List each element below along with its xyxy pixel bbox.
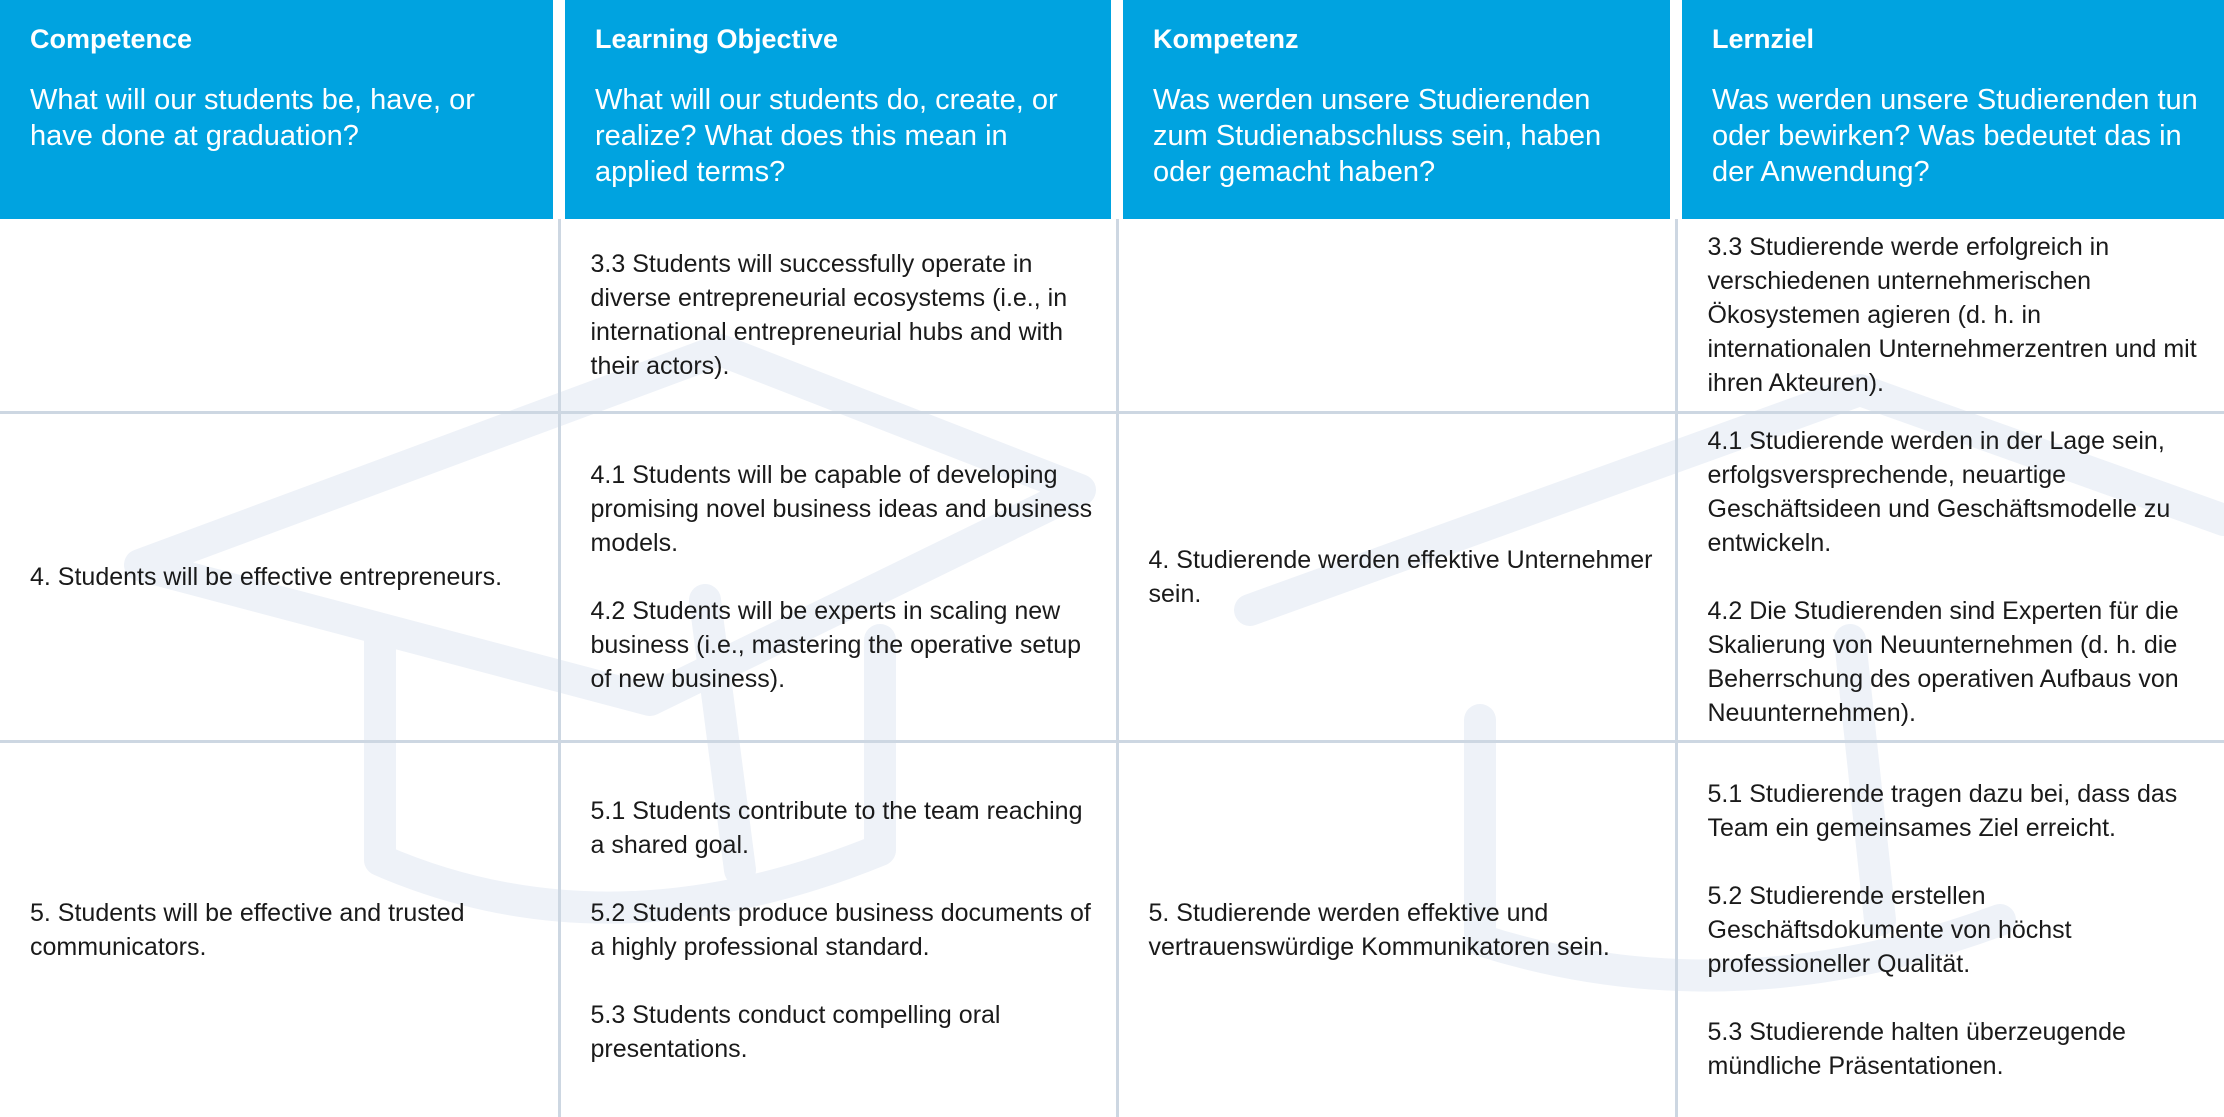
header-lernziel: Lernziel Was werden unsere Studierenden … [1670,0,2224,219]
objective-item: 5.1 Students contribute to the team reac… [590,796,1083,859]
lernziel-item: 5.2 Studierende erstellen Geschäftsdokum… [1707,881,2072,978]
header-learning-objective: Learning Objective What will our student… [553,0,1117,219]
header-title: Competence [30,24,193,54]
lernziel-cell: 4.1 Studierende werden in der Lage sein,… [1674,412,2224,743]
objective-item: 5.2 Students produce business documents … [590,898,1091,961]
objective-cell: 4.1 Students will be capable of developi… [557,412,1117,743]
kompetenz-cell: 5. Studierende werden effektive und vert… [1115,741,1676,1117]
table-row: 5. Students will be effective and truste… [0,741,2224,1117]
lernziel-cell: 5.1 Studierende tragen dazu bei, dass da… [1674,741,2224,1117]
lernziel-item: 5.1 Studierende tragen dazu bei, dass da… [1707,779,2178,842]
header-title: Lernziel [1712,24,1815,54]
objective-item: 3.3 Students will successfully operate i… [590,249,1068,380]
lernziel-item: 5.3 Studierende halten überzeugende münd… [1707,1017,2126,1080]
competence-cell: 4. Students will be effective entreprene… [0,412,559,743]
objective-item: 4.2 Students will be experts in scaling … [590,596,1082,693]
header-question: Was werden unsere Studierenden tun oder … [1712,84,2198,188]
header-question: What will our students do, create, or re… [595,84,1058,188]
lernziel-cell: 3.3 Studierende werde erfolgreich in ver… [1674,219,2224,414]
lernziel-item: 4.1 Studierende werden in der Lage sein,… [1707,426,2171,557]
objective-cell: 5.1 Students contribute to the team reac… [557,741,1117,1117]
kompetenz-cell: 4. Studierende werden effektive Unterneh… [1115,412,1676,743]
lernziel-item: 3.3 Studierende werde erfolgreich in ver… [1707,232,2197,397]
header-row: Competence What will our students be, ha… [0,0,2224,219]
header-competence: Competence What will our students be, ha… [0,0,559,219]
objective-cell: 3.3 Students will successfully operate i… [557,219,1117,414]
header-question: Was werden unsere Studierenden zum Studi… [1153,84,1602,188]
header-title: Kompetenz [1153,24,1299,54]
header-question: What will our students be, have, or have… [30,84,475,152]
table-row: 3.3 Students will successfully operate i… [0,219,2224,414]
competence-cell: 5. Students will be effective and truste… [30,898,465,961]
kompetenz-cell [1115,219,1676,414]
table-row: 4. Students will be effective entreprene… [0,412,2224,743]
objective-item: 4.1 Students will be capable of developi… [590,460,1093,557]
header-title: Learning Objective [595,24,839,54]
objective-item: 5.3 Students conduct compelling oral pre… [590,1000,1001,1063]
competence-cell [0,219,559,414]
lernziel-item: 4.2 Die Studierenden sind Experten für d… [1707,596,2179,727]
header-kompetenz: Kompetenz Was werden unsere Studierenden… [1111,0,1676,219]
